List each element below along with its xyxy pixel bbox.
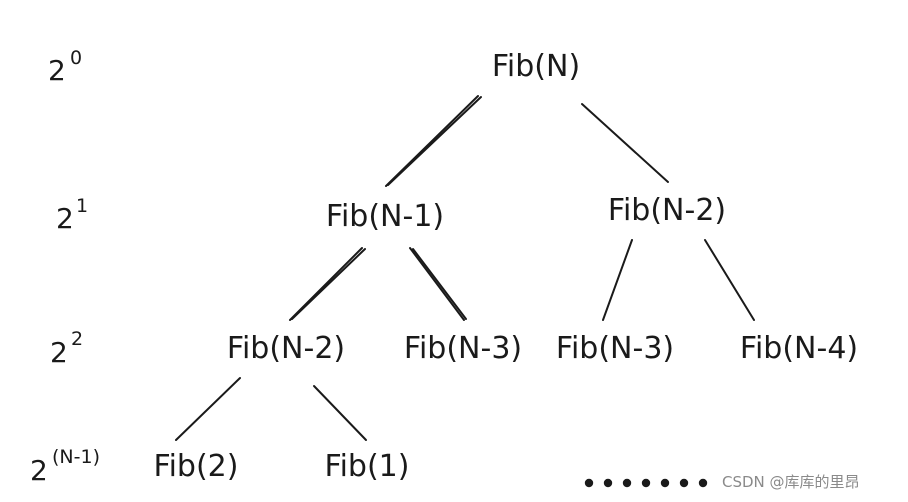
ellipsis-dots (584, 478, 708, 488)
edge-l2a-l3a (175, 377, 241, 441)
node-fib-n: Fib(N) (492, 49, 580, 84)
ellipsis-dot (660, 478, 670, 488)
level-2-exponent: 2 (71, 328, 83, 350)
level-label-0: 2 0 (48, 47, 82, 87)
level-1-base: 2 (56, 202, 74, 235)
node-fib-n-minus-3-right: Fib(N-3) (556, 331, 674, 366)
tree-edges (175, 95, 755, 441)
ellipsis-dot (622, 478, 632, 488)
edge-l1b-l2c (602, 239, 633, 321)
edge-l1a-l2b-stroke2 (412, 248, 467, 320)
level-3-base: 2 (30, 454, 48, 487)
node-fib-n-minus-4: Fib(N-4) (740, 331, 858, 366)
edge-l1a-l2a-stroke2 (291, 248, 366, 320)
level-label-2: 2 2 (50, 328, 83, 369)
level-label-3: 2 (N-1) (30, 446, 100, 487)
watermark: CSDN @库库的里昂 (722, 473, 860, 491)
ellipsis-dot (584, 478, 594, 488)
level-3-exponent: (N-1) (52, 446, 100, 468)
ellipsis-dot (679, 478, 689, 488)
edge-l1a-l2b (409, 247, 465, 321)
edge-root-l1a-stroke2 (387, 96, 482, 186)
level-1-exponent: 1 (76, 195, 88, 217)
edge-root-l1a (385, 95, 479, 187)
level-2-base: 2 (50, 336, 68, 369)
edge-root-l1b (581, 103, 669, 183)
ellipsis-dot (641, 478, 651, 488)
edge-l1a-l2a (289, 247, 363, 321)
edge-l1b-l2d (704, 239, 755, 321)
node-fib-1: Fib(1) (325, 449, 410, 484)
level-0-base: 2 (48, 54, 66, 87)
edge-l2a-l3b (313, 385, 367, 441)
node-fib-n-minus-2: Fib(N-2) (608, 193, 726, 228)
ellipsis-dot (603, 478, 613, 488)
node-fib-2: Fib(2) (154, 449, 239, 484)
node-fib-n-minus-3-left: Fib(N-3) (404, 331, 522, 366)
node-fib-n-minus-1: Fib(N-1) (326, 199, 444, 234)
ellipsis-dot (698, 478, 708, 488)
node-fib-n-minus-2-left: Fib(N-2) (227, 331, 345, 366)
level-label-1: 2 1 (56, 195, 88, 235)
level-0-exponent: 0 (70, 47, 82, 69)
